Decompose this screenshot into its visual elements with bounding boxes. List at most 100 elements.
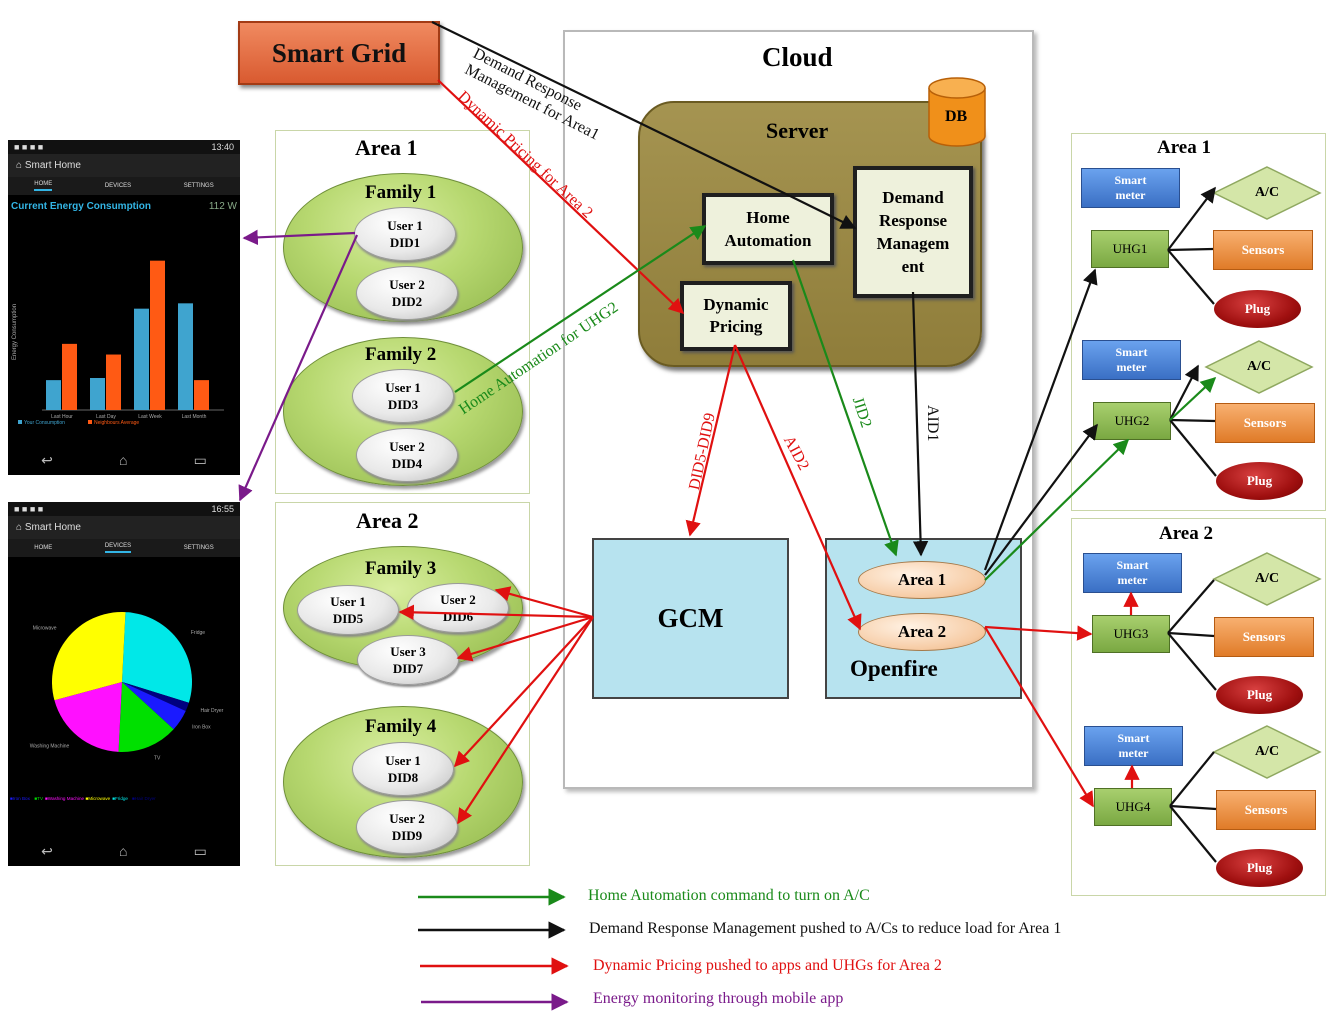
ac-4 [1212,725,1322,779]
tab-devices[interactable]: DEVICES [104,543,132,553]
recents-icon[interactable]: ▭ [193,843,207,859]
nav-bar: ↩ ⌂ ▭ [8,843,240,860]
pie-slice-hair-dryer [122,682,189,711]
plug-4: Plug [1216,849,1303,887]
plug-label: Plug [1246,860,1273,875]
tab-settings[interactable]: SETTINGS [183,183,214,189]
user-did8: User 1 DID8 [352,742,454,796]
plug-label: Plug [1246,473,1273,488]
user-did1: User 1 DID1 [354,207,456,261]
user-name: User 2 [440,592,476,607]
app-title: Smart Home [24,160,81,171]
pie-legend-entry: ■Fridge [112,796,128,801]
edge-label-text: AID1 [924,405,941,442]
pie-label: Hair Dryer [200,708,223,714]
bar-your-consumption [46,380,61,410]
smart-grid-box: Smart Grid [238,21,440,85]
pie-legend-entry: ■Microwave [86,796,111,801]
ac-2-label: A/C [1246,359,1272,374]
plug-2: Plug [1216,462,1303,500]
pie-legend-entry: ■TV [34,796,44,801]
right-area2-title: Area 2 [1159,523,1213,544]
recents-icon[interactable]: ▭ [193,452,207,468]
db-label: DB [945,108,968,125]
tab-devices[interactable]: DEVICES [104,183,132,189]
x-tick-label: Last Day [96,414,116,420]
uhg-3-label: UHG3 [1113,626,1149,641]
smart-grid-label: Smart Grid [271,37,407,68]
left-area1-title: Area 1 [355,135,418,160]
openfire-area1: Area 1 [858,561,986,599]
bar-your-consumption [178,303,193,410]
pie-legend-entry: ■Iron Box [10,796,31,801]
user-did9: User 2 DID9 [356,800,458,854]
home-icon: ⌂ [16,160,23,171]
sensors-3: Sensors [1214,617,1314,657]
legend-swatch [88,420,92,424]
uhg-1-label: UHG1 [1112,241,1148,256]
app-title-bar: ⌂ Smart Home [8,154,240,177]
legend-drm: Demand Response Management pushed to A/C… [589,920,1062,937]
plug-label: Plug [1246,687,1273,702]
x-tick-label: Last Week [138,414,162,420]
home-nav-icon[interactable]: ⌂ [119,843,128,859]
device-id: DID1 [389,235,421,250]
home-automation-label: Home Automation [724,208,812,250]
status-bar: ■ ■ ■ ■ 16:55 [8,502,240,516]
left-area2-title: Area 2 [356,508,419,533]
uhg-4: UHG4 [1094,788,1172,826]
back-icon[interactable]: ↩ [41,452,53,468]
device-id: DID9 [391,828,423,843]
tab-home[interactable]: HOME [34,181,53,191]
user-name: User 1 [385,380,421,395]
user-did6: User 2 DID6 [407,583,509,633]
ac-3 [1212,552,1322,606]
pie-slice-washing-machine [54,682,123,752]
openfire-title: Openfire [850,656,938,681]
family-3-title: Family 3 [365,558,437,579]
smart-meter-2: Smart meter [1082,340,1181,380]
edge-label-aid1: AID1 [923,405,941,441]
smart-meter-1: Smart meter [1081,168,1180,208]
y-axis-label: Energy Consumption [12,304,18,360]
openfire-area2-label: Area 2 [897,622,947,641]
smart-meter-label: Smart meter [1115,345,1148,374]
x-tick-label: Last Month [182,414,207,420]
device-id: DID3 [387,397,419,412]
status-bar: ■ ■ ■ ■ 13:40 [8,140,240,154]
bar-neighbours-average [106,354,121,410]
smart-meter-label: Smart meter [1117,731,1150,760]
user-did3: User 1 DID3 [352,369,454,423]
legend-swatch [18,420,22,424]
pie-slice-iron-box [122,682,186,730]
user-did2: User 2 DID2 [356,266,458,320]
legend-dynamic-pricing: Dynamic Pricing pushed to apps and UHGs … [593,957,942,974]
user-did4: User 2 DID4 [356,428,458,482]
uhg-2-label: UHG2 [1114,413,1150,428]
dynamic-pricing-box: Dynamic Pricing [680,281,792,351]
user-did5: User 1 DID5 [297,585,399,635]
nav-bar: ↩ ⌂ ▭ [8,452,240,469]
family-2-title: Family 2 [365,344,437,365]
tab-settings[interactable]: SETTINGS [183,545,214,551]
drm-label: Demand Response Managem ent [876,188,950,276]
cloud-title: Cloud [762,42,833,72]
device-id: DID4 [391,456,423,471]
back-icon[interactable]: ↩ [41,843,53,859]
tab-home[interactable]: HOME [34,545,53,551]
home-nav-icon[interactable]: ⌂ [119,452,128,468]
ac-3-label: A/C [1254,571,1280,586]
tab-bar: HOME DEVICES SETTINGS [8,539,240,557]
sensors-label: Sensors [1242,629,1286,644]
user-name: User 1 [385,753,421,768]
energy-value: 112 W [208,201,237,212]
gcm-box: GCM [592,538,789,699]
user-name: User 1 [387,218,423,233]
smart-meter-label: Smart meter [1114,173,1147,202]
db-icon [928,77,986,147]
status-icons: ■ ■ ■ ■ [14,504,44,514]
plug-3: Plug [1216,676,1303,714]
device-id: DID8 [387,770,419,785]
